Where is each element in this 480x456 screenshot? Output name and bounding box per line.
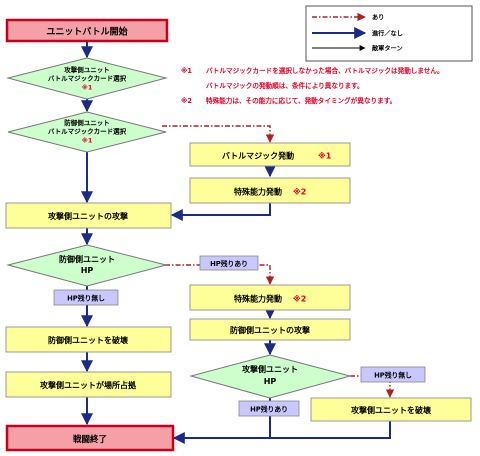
label-hp-remaining-2: HP残りあり: [238, 400, 300, 417]
node-destroy-defender-label: 防御側ユニットを破壊: [48, 335, 129, 345]
node-defender-hp: 防御側ユニット HP: [6, 244, 168, 287]
node-attacker-select-note: ※1: [82, 83, 93, 92]
node-end: 戦闘終了: [5, 424, 175, 452]
node-attacker-occupies-label: 攻撃側ユニットが場所占拠: [40, 380, 137, 390]
edge-ability-to-attack: [170, 203, 271, 221]
node-destroy-attacker: 攻撃側ユニットを破壊: [310, 397, 472, 422]
node-attacker-select-line1: 攻撃側ユニット: [64, 65, 110, 74]
node-attacker-occupies: 攻撃側ユニットが場所占拠: [5, 371, 172, 398]
node-defender-select-note: ※1: [82, 136, 93, 145]
legend: あり 進行／なし 敵軍ターン: [305, 5, 473, 62]
node-defender-hp-line1: 防御側ユニット: [59, 254, 115, 264]
node-start-label: ユニットバトル開始: [46, 26, 127, 38]
node-defender-select-line1: 防御側ユニット: [64, 118, 110, 127]
node-defender-select: 防御側ユニット バトルマジックカード選択 ※1: [7, 111, 167, 153]
legend-yes-label: あり: [372, 14, 384, 22]
node-end-label: 戦闘終了: [73, 434, 107, 445]
node-special-ability-2: 特殊能力発動 ※2: [189, 284, 351, 311]
node-battle-magic-label: バトルマジック発動: [222, 151, 294, 161]
label-hp-remaining-1-text: HP残りあり: [210, 259, 248, 268]
node-attacker-attack: 攻撃側ユニットの攻撃: [5, 202, 172, 229]
node-attacker-attack-label: 攻撃側ユニットの攻撃: [48, 211, 128, 221]
note-1b-text: バトルマジックの発動順は、条件により異なります。: [206, 81, 364, 90]
node-battle-magic: バトルマジック発動 ※1: [189, 142, 351, 167]
node-attacker-hp-line2: HP: [264, 377, 277, 386]
node-special-ability-2-note: ※2: [293, 294, 306, 304]
label-hp-none-2: HP残り無し: [360, 366, 426, 383]
node-battle-magic-note: ※1: [318, 151, 332, 161]
legend-proceed-label: 進行／なし: [372, 30, 403, 38]
node-defender-select-line2: バトルマジックカード選択: [48, 127, 127, 136]
node-destroy-defender: 防御側ユニットを破壊: [5, 326, 172, 353]
node-special-ability-1-note: ※2: [293, 187, 306, 197]
legend-next-turn-label: 敵軍ターン: [372, 45, 403, 53]
label-hp-remaining-2-text: HP残りあり: [250, 405, 288, 414]
node-start: ユニットバトル開始: [5, 18, 169, 43]
label-hp-none-2-text: HP残り無し: [374, 371, 412, 380]
node-attacker-hp-line1: 攻撃側ユニット: [242, 364, 298, 374]
note-2-mark: ※2: [181, 96, 192, 105]
node-special-ability-1: 特殊能力発動 ※2: [189, 177, 351, 204]
node-attacker-select-line2: バトルマジックカード選択: [48, 74, 127, 83]
note-2-text: 特殊能力は、その能力に応じて、発動タイミングが異なります。: [206, 96, 396, 105]
label-hp-remaining-1: HP残りあり: [199, 255, 259, 271]
node-defender-attack-label: 防御側ユニットの攻撃: [230, 325, 310, 335]
notes: ※1 バトルマジックカードを選択しなかった場合、バトルマジックは発動しません。 …: [181, 66, 444, 105]
node-attacker-select: 攻撃側ユニット バトルマジックカード選択 ※1: [6, 57, 168, 100]
label-hp-none-1-text: HP残り無し: [67, 294, 105, 303]
node-special-ability-1-label: 特殊能力発動: [234, 187, 282, 197]
note-1-text: バトルマジックカードを選択しなかった場合、バトルマジックは発動しません。: [206, 66, 444, 75]
node-defender-hp-line2: HP: [81, 266, 94, 275]
edge-destroy-attacker-to-end: [270, 421, 391, 439]
node-defender-attack: 防御側ユニットの攻撃: [189, 318, 351, 341]
edge-defender-select-yes: [162, 125, 275, 143]
label-hp-none-1: HP残り無し: [53, 289, 119, 306]
note-1-mark: ※1: [181, 66, 192, 75]
node-attacker-hp: 攻撃側ユニット HP: [189, 354, 352, 399]
node-special-ability-2-label: 特殊能力発動: [234, 294, 282, 304]
node-destroy-attacker-label: 攻撃側ユニットを破壊: [351, 405, 432, 415]
